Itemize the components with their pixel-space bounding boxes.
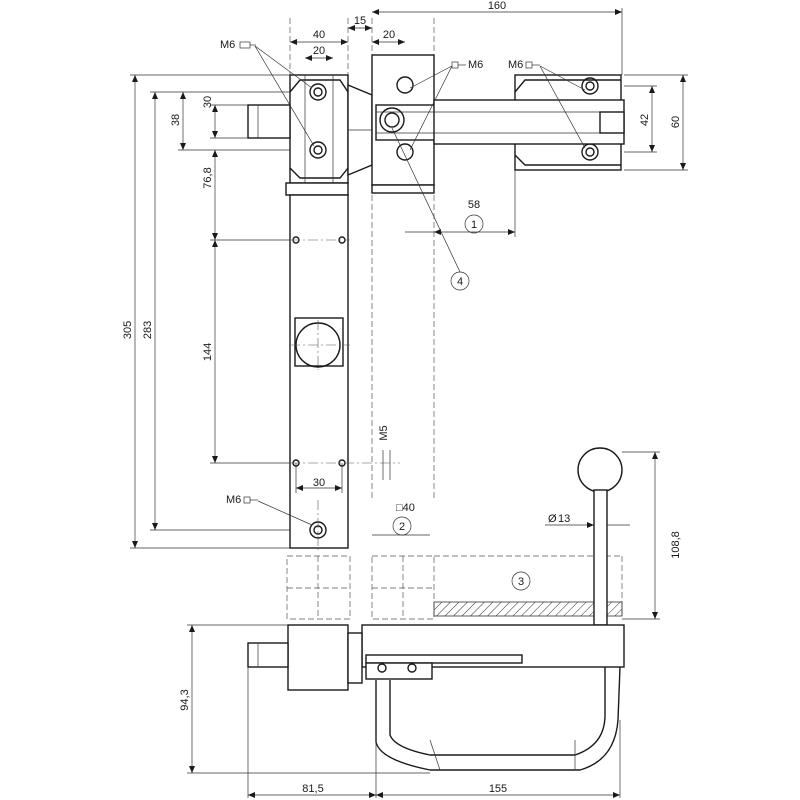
dim-30-top: 30 xyxy=(202,96,214,108)
dim-58: 58 xyxy=(468,199,480,211)
left-clamp-block xyxy=(289,74,349,184)
dim-305: 305 xyxy=(122,321,134,339)
callout-1 xyxy=(464,214,484,234)
dim-40: 40 xyxy=(313,29,325,41)
callout-2-label: 2 xyxy=(399,521,405,533)
placeholder-blocks xyxy=(286,555,623,620)
dim-diameter-13: 13 xyxy=(558,513,570,525)
dim-155: 155 xyxy=(489,783,507,795)
callout-numbers: 1 2 3 4 xyxy=(399,219,524,588)
dim-94-3: 94,3 xyxy=(179,689,191,710)
dim-144: 144 xyxy=(202,343,214,361)
lever-handle xyxy=(577,447,623,626)
bolt-glyphs xyxy=(239,41,540,504)
dim-160: 160 xyxy=(488,0,506,12)
label-m6-c: M6 xyxy=(508,59,523,71)
callout-3 xyxy=(511,571,531,591)
dim-76-8: 76,8 xyxy=(202,167,214,188)
label-m6-b: M6 xyxy=(468,59,483,71)
dim-30-bottom: 30 xyxy=(313,477,325,489)
side-view xyxy=(247,624,625,771)
square-40: □40 xyxy=(396,502,415,514)
label-m6-d: M6 xyxy=(226,494,241,506)
thread-m5: M5 xyxy=(378,425,390,440)
vertical-bar xyxy=(289,194,435,550)
dim-42: 42 xyxy=(639,114,651,126)
leader-lines xyxy=(254,45,586,526)
callout-2 xyxy=(392,516,412,536)
callout-circles xyxy=(392,214,531,591)
dim-20-right: 20 xyxy=(383,29,395,41)
bolt-hole xyxy=(309,83,327,101)
callout-3-label: 3 xyxy=(518,576,524,588)
dim-108-8: 108,8 xyxy=(670,531,682,559)
diameter-symbol: Ø xyxy=(548,513,557,525)
dim-283: 283 xyxy=(142,321,154,339)
bolt-hole xyxy=(309,141,327,159)
callout-1-label: 1 xyxy=(471,219,477,231)
callout-4-label: 4 xyxy=(457,276,463,288)
dim-60: 60 xyxy=(670,116,682,128)
dim-81-5: 81,5 xyxy=(302,783,323,795)
dimension-labels: 160 15 40 20 20 305 283 30 38 76,8 144 4… xyxy=(122,0,682,795)
label-m6-a: M6 xyxy=(220,39,235,51)
hatched-workpiece xyxy=(433,601,623,617)
dim-15: 15 xyxy=(354,15,366,27)
dim-38: 38 xyxy=(170,114,182,126)
dimension-lines xyxy=(130,8,688,798)
top-view xyxy=(247,18,625,196)
dim-20-left: 20 xyxy=(313,45,325,57)
callout-4 xyxy=(450,271,470,291)
thread-labels: M6 M6 M6 M6 xyxy=(220,39,523,506)
